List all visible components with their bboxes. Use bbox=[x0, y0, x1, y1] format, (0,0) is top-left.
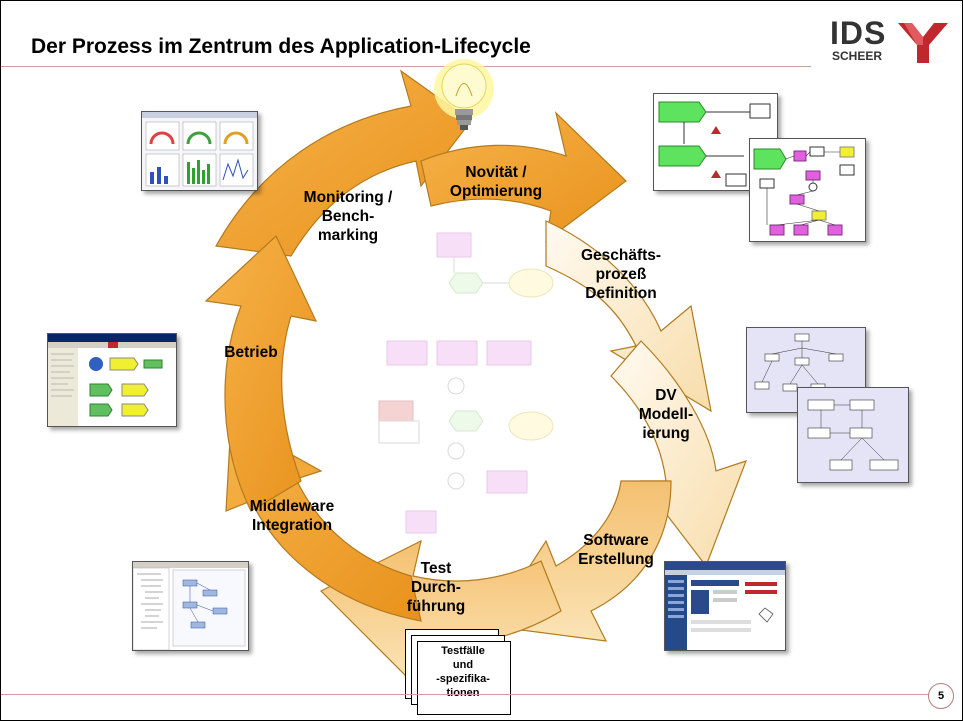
title-divider bbox=[1, 66, 811, 67]
arrow-novitaet bbox=[420, 111, 627, 243]
thumbnail-monitoring-dashboard bbox=[141, 111, 258, 191]
phase-label-novitaet: Novität / Optimierung bbox=[449, 164, 543, 200]
logo-mark-icon bbox=[898, 23, 948, 63]
thumbnail-process-detail bbox=[749, 138, 866, 242]
doc-stack-front bbox=[417, 641, 511, 715]
phase-label-dv-modellierung: DV Modell- ierung bbox=[638, 387, 694, 442]
thumbnail-software-app bbox=[664, 561, 786, 651]
slide-title: Der Prozess im Zentrum des Application-L… bbox=[31, 35, 531, 58]
ids-scheer-logo: IDS SCHEER bbox=[830, 15, 948, 63]
phase-label-test: Test Durch- führung bbox=[406, 560, 466, 615]
page-number: 5 bbox=[928, 683, 954, 709]
arrow-betrieb bbox=[204, 235, 318, 512]
phase-label-geschaeftsprozess: Geschäfts- prozeß Definition bbox=[580, 247, 662, 302]
logo-ids-text: IDS bbox=[830, 15, 887, 51]
arrow-geschaeftsprozess bbox=[545, 220, 712, 413]
footer-divider bbox=[1, 694, 931, 695]
thumbnail-middleware-app bbox=[132, 561, 249, 651]
phase-label-betrieb: Betrieb bbox=[224, 344, 278, 361]
phase-label-software: Software Erstellung bbox=[578, 532, 654, 568]
logo-scheer-text: SCHEER bbox=[832, 49, 883, 63]
thumbnail-betrieb-app bbox=[47, 333, 177, 427]
phase-label-monitoring: Monitoring / Bench- marking bbox=[303, 189, 393, 244]
lightbulb-icon bbox=[434, 59, 494, 130]
center-process-diagram bbox=[378, 232, 554, 534]
phase-label-middleware: Middleware Integration bbox=[249, 498, 335, 534]
testcases-doc-label: Testfälle und -spezifika- tionen bbox=[436, 645, 490, 699]
thumbnail-dv-model bbox=[797, 387, 909, 483]
arrow-monitoring bbox=[215, 69, 472, 257]
